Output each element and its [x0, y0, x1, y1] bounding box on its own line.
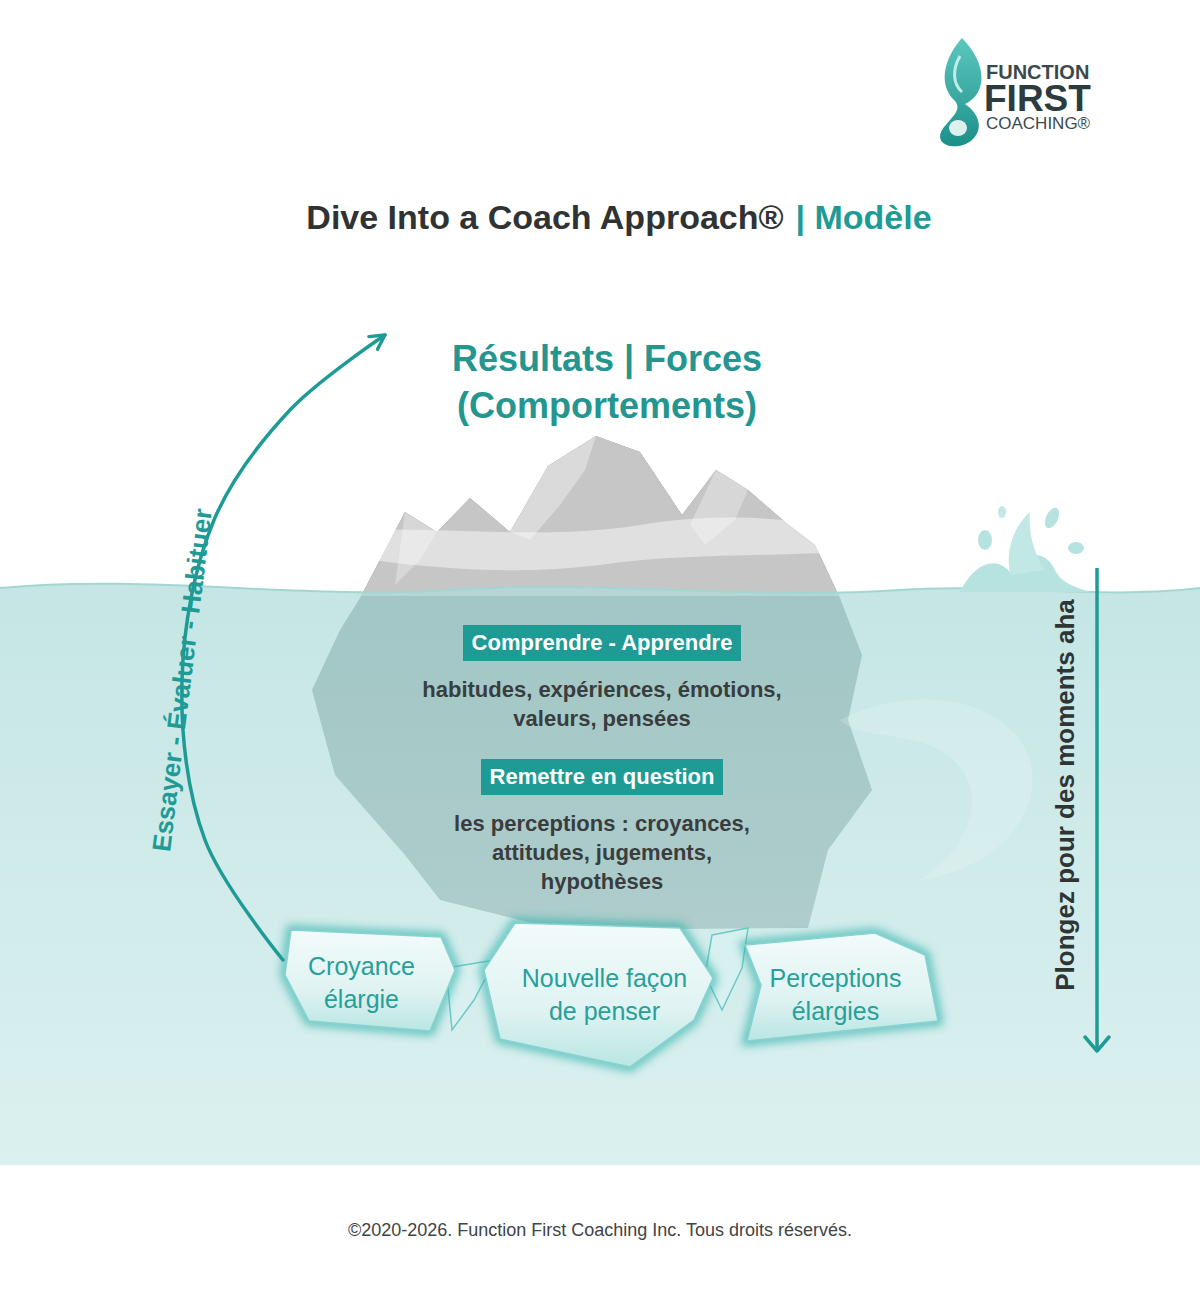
layer-badge: Remettre en question — [481, 759, 724, 795]
understand-layer: Comprendre - Apprendre habitudes, expérie… — [392, 625, 812, 733]
title-row: Dive Into a Coach Approach® | Modèle — [0, 196, 1200, 238]
ice-chunk: Perceptions élargies — [735, 925, 940, 1045]
layer-body: habitudes, expériences, émotions, valeur… — [402, 675, 802, 733]
dive-arrow — [1085, 568, 1109, 1051]
splash-jet — [1009, 512, 1045, 575]
splash — [960, 505, 1090, 592]
water-swirl — [840, 699, 1032, 880]
mist-band — [250, 518, 900, 571]
results-heading: Résultats | Forces (Comportements) — [407, 335, 807, 429]
title-accent: | Modèle — [796, 196, 932, 238]
chunk-glow — [745, 933, 938, 1041]
dive-arrow-shaft — [1095, 568, 1099, 1050]
logo-word: FIRST — [984, 80, 1091, 117]
dive-arrow-head — [1085, 1037, 1109, 1051]
chunk-outline — [480, 918, 715, 1068]
dive-label: Plongez pour des moments aha — [1047, 575, 1083, 1015]
logo-word: COACHING® — [986, 115, 1090, 132]
logo-highlight — [955, 56, 962, 92]
chunk-label: Nouvelle façon de penser — [515, 962, 695, 1028]
iceberg-region: Résultats | Forces (Comportements) Compre… — [307, 335, 907, 935]
layer-badge: Comprendre - Apprendre — [463, 625, 742, 661]
logo-word: FUNCTION — [986, 62, 1089, 82]
cycle-arrow — [182, 335, 385, 960]
iceberg-peaks — [312, 436, 872, 596]
splash-drop — [1042, 505, 1062, 530]
diagram-title: Dive Into a Coach Approach® — [306, 196, 783, 238]
copyright-caption: ©2020-2026. Function First Coaching Inc.… — [0, 1218, 1200, 1242]
chunk-label: Perceptions élargies — [756, 962, 916, 1028]
layer-body: les perceptions : croyances, attitudes, … — [442, 809, 762, 896]
chunk-glow — [285, 930, 455, 1031]
question-layer: Remettre en question les perceptions : cr… — [392, 759, 812, 896]
splash-drop — [998, 506, 1006, 518]
splash-drop — [978, 530, 992, 550]
chunk-label: Croyance élargie — [297, 950, 427, 1016]
peak-highlight — [510, 436, 596, 540]
cycle-label: Essayer - Évaluer - Habituer — [139, 469, 226, 890]
chunk-glow — [484, 923, 713, 1067]
ice-chunk: Croyance élargie — [283, 925, 458, 1035]
logo-ring — [949, 120, 967, 136]
chunk-shape — [745, 933, 938, 1041]
logo-swirl — [940, 38, 981, 146]
chunk-shape — [285, 930, 455, 1031]
splash-drop — [1068, 542, 1084, 554]
chunk-shape — [484, 923, 713, 1067]
logo-mark — [940, 38, 981, 146]
ice-chunk: Nouvelle façon de penser — [480, 918, 715, 1068]
